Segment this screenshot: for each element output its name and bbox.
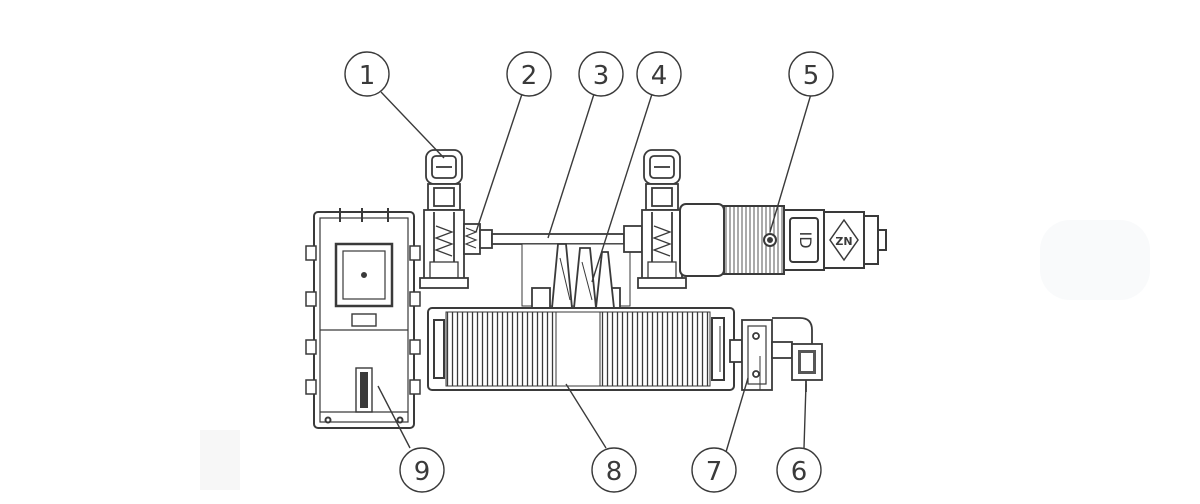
rope-drum <box>427 307 735 391</box>
gearbox <box>305 208 421 429</box>
callout-label-7: 7 <box>706 457 723 487</box>
limit-switch <box>791 343 823 392</box>
callout-2: 2 <box>506 51 552 97</box>
svg-text:ZN: ZN <box>835 235 852 248</box>
brake-left <box>419 149 469 289</box>
leader-4 <box>591 93 653 283</box>
callout-7: 7 <box>691 447 737 493</box>
leader-5 <box>769 93 812 233</box>
svg-text:ID: ID <box>796 231 815 248</box>
callout-label-5: 5 <box>803 61 820 91</box>
callout-label-9: 9 <box>414 457 431 487</box>
leader-lines <box>377 91 812 453</box>
callout-9: 9 <box>399 447 445 493</box>
callout-label-4: 4 <box>651 61 668 91</box>
coupling-left <box>463 223 493 255</box>
leader-7 <box>725 377 749 453</box>
motor: ID ZN <box>679 203 887 277</box>
brake-right <box>623 149 687 289</box>
leader-1 <box>380 91 445 159</box>
callout-label-3: 3 <box>593 61 610 91</box>
callout-6: 6 <box>776 447 822 493</box>
sheave-block <box>521 243 631 309</box>
callout-5: 5 <box>788 51 834 97</box>
callout-8: 8 <box>591 447 637 493</box>
callout-label-6: 6 <box>791 457 808 487</box>
callout-1: 1 <box>344 51 390 97</box>
leader-3 <box>547 93 595 239</box>
callout-4: 4 <box>636 51 682 97</box>
leader-2 <box>475 93 523 233</box>
callouts: 1 2 3 4 5 6 7 8 <box>344 51 834 493</box>
scan-artifacts <box>200 220 1150 490</box>
leader-9 <box>377 385 411 449</box>
leader-8 <box>565 383 607 449</box>
callout-label-8: 8 <box>606 457 623 487</box>
callout-3: 3 <box>578 51 624 97</box>
callout-label-1: 1 <box>359 61 376 91</box>
limit-coupling <box>729 317 813 391</box>
callout-label-2: 2 <box>521 61 538 91</box>
leader-6 <box>803 383 807 449</box>
